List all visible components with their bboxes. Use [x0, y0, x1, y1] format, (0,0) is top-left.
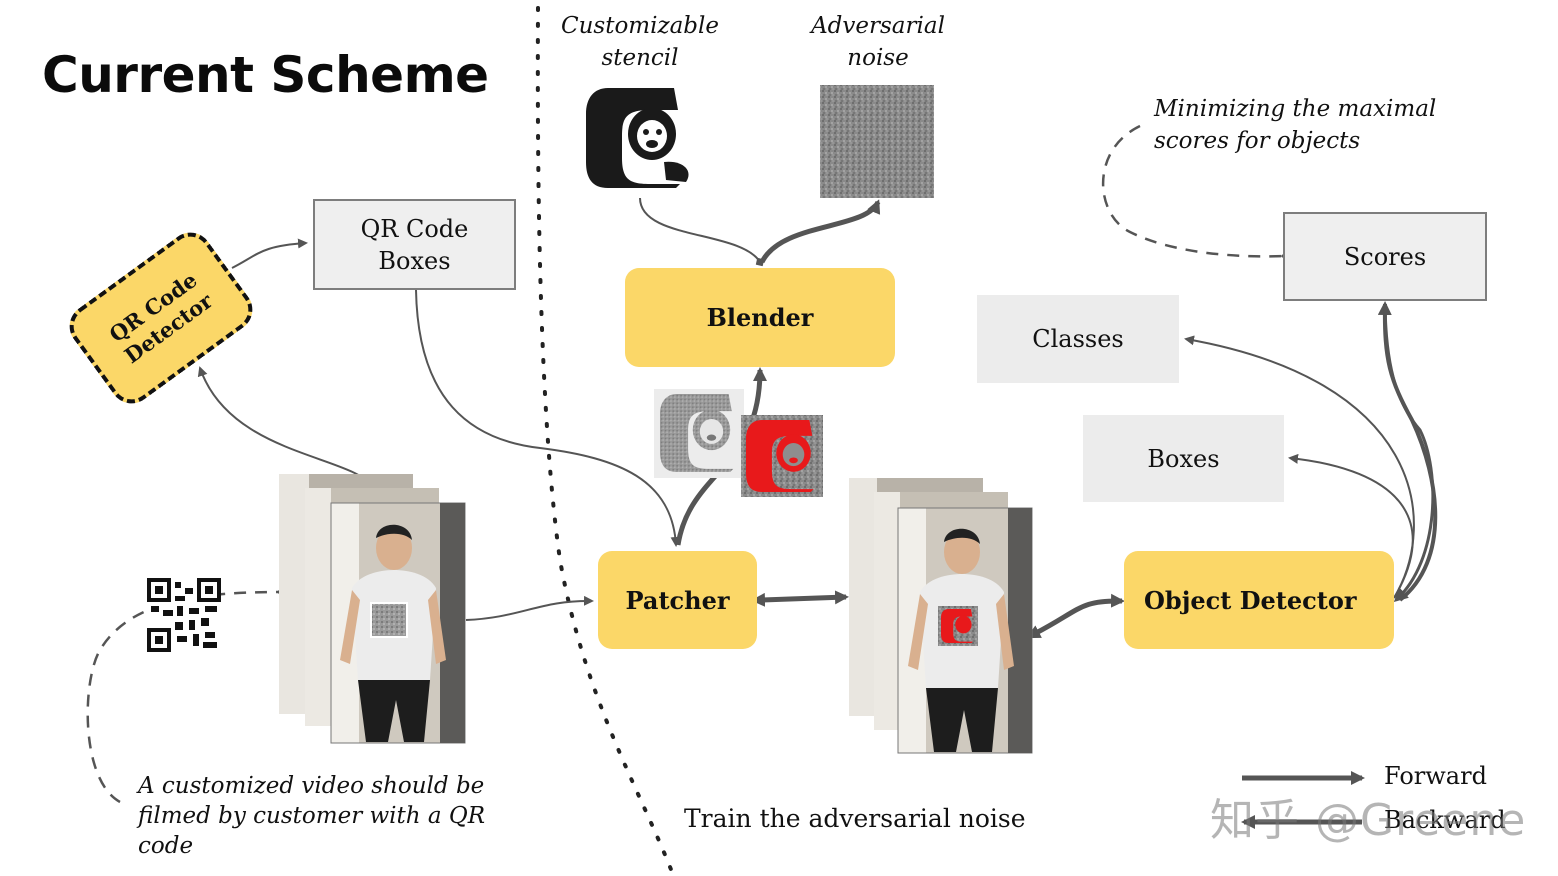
train-section-label: Train the adversarial noise	[684, 804, 1026, 833]
arrow-detector-to-qrboxes	[231, 238, 308, 269]
arrow-objdetector-to-boxes	[1288, 453, 1414, 599]
dashed-note-scores	[1101, 124, 1291, 261]
minmax-note-line1: Minimizing the maximal	[1154, 96, 1437, 122]
scores-node: Scores	[1283, 212, 1487, 301]
qr-boxes-label-line2: Boxes	[378, 246, 451, 275]
blender-node: Blender	[625, 268, 895, 367]
object-detector-node: Object Detector	[1124, 551, 1394, 649]
arrow-blender-to-noise	[759, 199, 881, 264]
arrow-patcher-video	[751, 590, 849, 607]
qr-code-icon	[147, 578, 221, 652]
arrow-video-objdetector	[1026, 593, 1125, 639]
legend-backward-label: Backward	[1384, 806, 1506, 834]
video-note-line2: filmed by customer with a QR code	[138, 803, 486, 859]
minmax-note-line2: scores for objects	[1154, 128, 1361, 154]
arrow-video-to-detector	[197, 366, 373, 487]
noise-caption-line2: noise	[847, 45, 909, 71]
section-divider	[535, 6, 674, 874]
qr-code-boxes-node: QR Code Boxes	[313, 199, 516, 290]
patcher-node: Patcher	[598, 551, 757, 649]
stencil-caption: Customizable stencil	[558, 10, 722, 74]
boxes-node: Boxes	[1083, 415, 1284, 502]
stencil-logo-icon	[586, 88, 689, 188]
qr-boxes-label-line1: QR Code	[360, 214, 469, 243]
classes-node: Classes	[977, 295, 1179, 383]
noise-caption: Adversarial noise	[800, 10, 956, 74]
arrow-qrboxes-to-patcher	[415, 289, 681, 547]
patched-video-frames	[849, 478, 1033, 754]
watermark: 知乎 @Greene	[1210, 795, 1527, 846]
arrow-scores-to-objdetector	[1383, 305, 1435, 603]
arrow-stencil-to-blender	[639, 197, 765, 267]
adversarial-noise-image	[820, 85, 934, 198]
video-note-line1: A customized video should be	[138, 773, 485, 799]
red-stencil-thumbnail	[741, 415, 823, 497]
stencil-caption-line2: stencil	[601, 45, 679, 71]
dashed-note-video	[86, 587, 287, 804]
legend-forward-label: Forward	[1384, 762, 1487, 790]
noise-caption-line1: Adversarial	[811, 13, 945, 39]
minmax-note: Minimizing the maximal scores for object…	[1154, 93, 1484, 157]
noisy-stencil-thumbnail	[654, 389, 744, 478]
input-video-frames	[279, 474, 466, 744]
arrow-video-to-patcher	[465, 595, 594, 621]
video-note: A customized video should be filmed by c…	[138, 771, 528, 861]
stencil-caption-line1: Customizable	[561, 13, 719, 39]
page-title: Current Scheme	[42, 46, 489, 104]
